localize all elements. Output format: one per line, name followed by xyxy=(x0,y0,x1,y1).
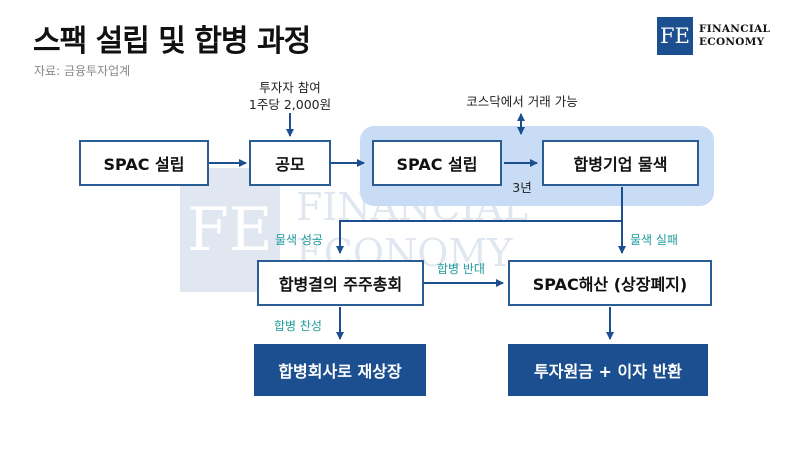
edge-label-merger-approve: 합병 찬성 xyxy=(274,319,322,333)
edge-label-search-fail: 물색 실패 xyxy=(630,233,678,247)
logo-line-2: ECONOMY xyxy=(699,36,765,48)
source-caption: 자료: 금융투자업계 xyxy=(34,64,131,78)
spac-founding-listed-box: SPAC 설립 xyxy=(372,140,502,186)
relisting-box: 합병회사로 재상장 xyxy=(254,344,426,396)
edge-label-search-success: 물색 성공 xyxy=(275,233,323,247)
arrow-search-success xyxy=(336,187,623,254)
page-title: 스팩 설립 및 합병 과정 xyxy=(33,24,311,59)
period-note: 3년 xyxy=(512,180,532,195)
spac-dissolution-box: SPAC해산 (상장폐지) xyxy=(508,260,712,306)
logo-line-1: FINANCIAL xyxy=(699,23,771,35)
edge-label-merger-oppose: 합병 반대 xyxy=(437,262,485,276)
refund-box: 투자원금 + 이자 반환 xyxy=(508,344,708,396)
investor-note-line-2: 1주당 2,000원 xyxy=(248,97,332,112)
investor-note-line-1: 투자자 참여 xyxy=(259,80,321,95)
shareholders-meeting-box: 합병결의 주주총회 xyxy=(257,260,424,306)
logo-wordmark: FINANCIAL ECONOMY xyxy=(699,23,770,49)
logo-mark: FE xyxy=(657,17,693,55)
kosdaq-trading-note: 코스닥에서 거래 가능 xyxy=(466,94,578,109)
merger-target-search-box: 합병기업 물색 xyxy=(542,140,699,186)
ipo-box: 공모 xyxy=(249,140,331,186)
brand-logo: FE FINANCIAL ECONOMY xyxy=(657,17,770,55)
spac-founding-box: SPAC 설립 xyxy=(79,140,209,186)
